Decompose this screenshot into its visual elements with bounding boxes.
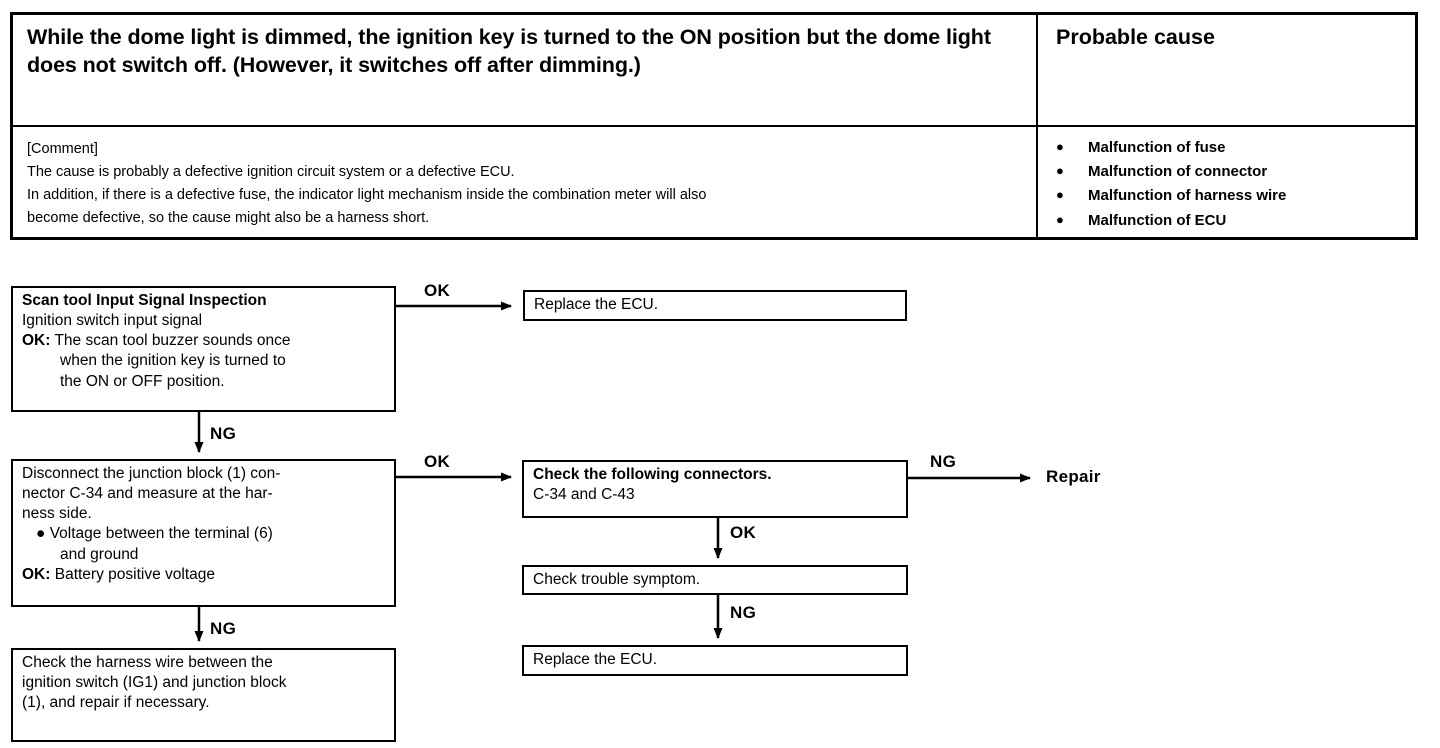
box-disconnect-line3: ness side.	[22, 505, 92, 523]
bullet-icon: ●	[1056, 211, 1064, 227]
box-scan-tool-ok-line2: when the ignition key is turned to	[60, 352, 286, 370]
label-ok-scan-tool: OK	[424, 281, 451, 300]
cause-label: Malfunction of connector	[1088, 163, 1268, 181]
box-disconnect-bullet-line1: ● Voltage between the terminal (6)	[22, 524, 387, 544]
bullet-icon: ●	[1056, 138, 1064, 154]
bullet-icon: ●	[36, 525, 46, 543]
ok-label: OK:	[22, 332, 51, 350]
comment-label: [Comment]	[27, 140, 98, 157]
box-disconnect-line2: nector C-34 and measure at the har-	[22, 485, 273, 503]
comment-line-2: In addition, if there is a defective fus…	[27, 186, 707, 203]
label-ng-symptom: NG	[730, 603, 757, 622]
box-scan-tool-ok-line3: the ON or OFF position.	[60, 372, 225, 390]
box-check-connectors: Check the following connectors. C-34 and…	[522, 460, 908, 518]
box-disconnect-ok-line: OK: Battery positive voltage	[22, 565, 387, 585]
box-disconnect-junction-block: Disconnect the junction block (1) con- n…	[11, 459, 396, 607]
label-ok-disconnect: OK	[424, 452, 451, 471]
label-ng-scan-tool: NG	[210, 424, 237, 443]
cause-label: Malfunction of ECU	[1088, 211, 1227, 229]
ok-text: Battery positive voltage	[54, 565, 215, 583]
box-replace-ecu-top-text: Replace the ECU.	[534, 296, 659, 313]
ok-label: OK:	[22, 565, 51, 583]
box-scan-tool-subtitle: Ignition switch input signal	[22, 312, 203, 330]
box-check-connectors-title: Check the following connectors.	[533, 466, 772, 483]
list-item: ● Malfunction of ECU	[1056, 209, 1401, 233]
box-scan-tool-title: Scan tool Input Signal Inspection	[22, 292, 267, 309]
box-check-harness-line1: Check the harness wire between the	[22, 654, 273, 671]
probable-cause-header-cell: Probable cause	[1038, 15, 1415, 125]
box-replace-ecu-bottom-text: Replace the ECU.	[533, 651, 658, 668]
comment-line-3: become defective, so the cause might als…	[27, 209, 430, 226]
box-check-connectors-list: C-34 and C-43	[533, 486, 635, 504]
symptom-cell: While the dome light is dimmed, the igni…	[13, 15, 1038, 125]
symptom-heading: While the dome light is dimmed, the igni…	[27, 25, 991, 77]
label-ok-connectors: OK	[730, 523, 757, 542]
label-ng-disconnect: NG	[210, 619, 237, 638]
box-scan-tool-inspection: Scan tool Input Signal Inspection Igniti…	[11, 286, 396, 412]
symptom-probable-cause-table: While the dome light is dimmed, the igni…	[10, 12, 1418, 240]
box-disconnect-line1: Disconnect the junction block (1) con-	[22, 465, 281, 482]
ok-text-1: The scan tool buzzer sounds once	[54, 332, 291, 350]
box-check-harness-line3: (1), and repair if necessary.	[22, 694, 210, 712]
label-ng-connectors: NG	[930, 452, 957, 471]
probable-cause-list: ● Malfunction of fuse ● Malfunction of c…	[1056, 136, 1401, 233]
label-repair: Repair	[1046, 467, 1101, 486]
box-check-harness-line2: ignition switch (IG1) and junction block	[22, 674, 287, 692]
probable-cause-cell: ● Malfunction of fuse ● Malfunction of c…	[1038, 127, 1415, 237]
box-check-harness-wire: Check the harness wire between the ignit…	[11, 648, 396, 742]
comment-block: [Comment] The cause is probably a defect…	[27, 136, 1022, 230]
box-scan-tool-ok-line1: OK: The scan tool buzzer sounds once	[22, 331, 387, 351]
box-disconnect-bullet-line2: and ground	[60, 545, 139, 563]
box-check-trouble-symptom-text: Check trouble symptom.	[533, 571, 701, 588]
table-detail-row: [Comment] The cause is probably a defect…	[13, 126, 1415, 237]
comment-cell: [Comment] The cause is probably a defect…	[13, 126, 1038, 237]
list-item: ● Malfunction of fuse	[1056, 136, 1401, 160]
box-replace-ecu-bottom: Replace the ECU.	[522, 645, 908, 676]
bullet-icon: ●	[1056, 163, 1064, 179]
cause-label: Malfunction of fuse	[1088, 138, 1226, 156]
bullet-icon: ●	[1056, 187, 1064, 203]
box-check-trouble-symptom: Check trouble symptom.	[522, 565, 908, 595]
cause-label: Malfunction of harness wire	[1088, 187, 1287, 205]
list-item: ● Malfunction of harness wire	[1056, 184, 1401, 208]
list-item: ● Malfunction of connector	[1056, 160, 1401, 184]
probable-cause-heading: Probable cause	[1056, 25, 1215, 49]
comment-line-1: The cause is probably a defective igniti…	[27, 163, 515, 180]
table-header-row: While the dome light is dimmed, the igni…	[13, 15, 1415, 127]
bullet-text-1: Voltage between the terminal (6)	[49, 525, 273, 543]
box-replace-ecu-top: Replace the ECU.	[523, 290, 907, 321]
